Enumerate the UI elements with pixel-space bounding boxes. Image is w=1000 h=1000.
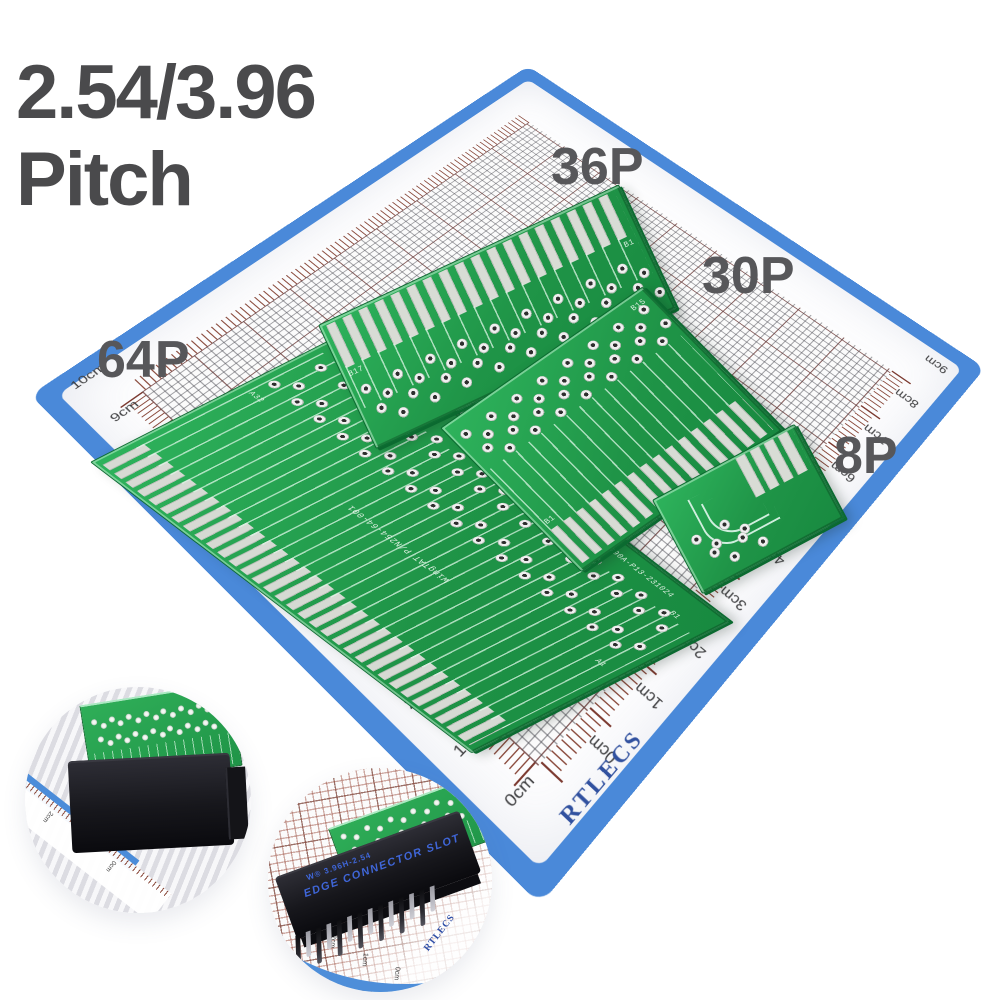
ruler-label: 2cm	[41, 809, 55, 824]
silk-b1: B1	[622, 237, 637, 251]
silk-part-number: WingTAT P/N254-64-001	[345, 503, 453, 584]
ruler-label: 0cm	[392, 966, 401, 981]
silk-b1: B1	[666, 609, 683, 621]
ruler-label: 1cm	[360, 952, 369, 967]
edge-connector-housing	[67, 752, 235, 854]
silk-b1: B1	[542, 513, 558, 527]
inset-photo-connector-side: 2cm 1cm 0cm	[25, 687, 251, 913]
title-line2: Pitch	[16, 136, 194, 222]
title-line1: 2.54/3.96	[16, 50, 317, 135]
mat-blue-edge-curve	[268, 768, 492, 992]
label-8p: 8P	[834, 427, 898, 485]
title-pitch: 2.54/3.96 Pitch	[16, 50, 317, 223]
inset-photo-connector-pins: 3cm 2cm 1cm 0cm W® 3.96H-2.54 EDGE CONNE…	[268, 768, 492, 992]
label-64p: 64P	[97, 331, 190, 389]
silk-a1: A1	[592, 657, 609, 669]
silk-a32: A32	[245, 390, 267, 405]
label-30p: 30P	[702, 247, 795, 305]
label-36p: 36P	[551, 138, 644, 196]
ruler-label: 0cm	[104, 859, 118, 874]
connector-end-cap	[225, 766, 249, 840]
silk-b17: B17	[347, 364, 366, 380]
